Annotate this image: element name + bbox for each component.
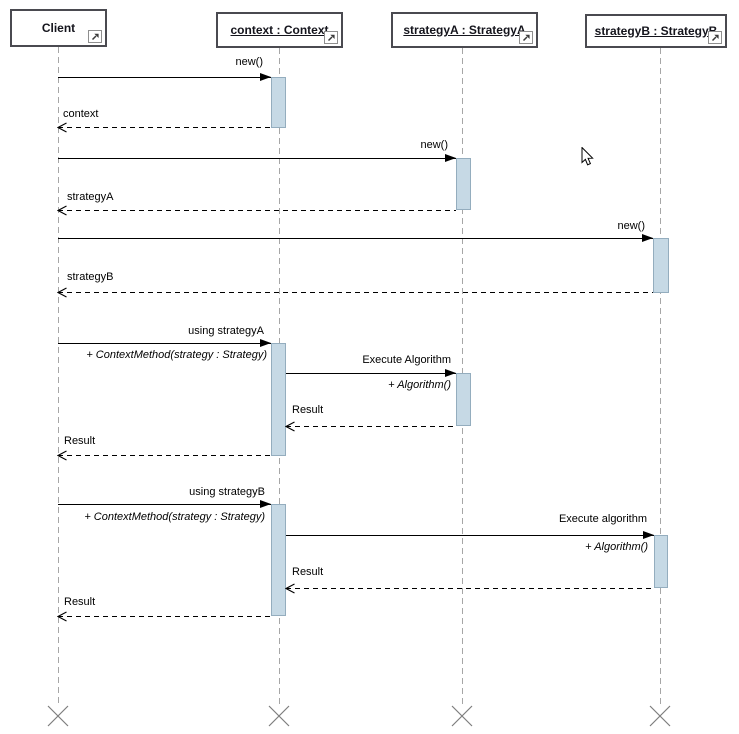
activation-bar-context[interactable] [271,343,286,456]
message-call-contextmethod-b[interactable] [58,504,271,505]
destruction-cross-client[interactable] [47,705,69,727]
return-arrowhead [284,421,296,432]
return-arrowhead [56,450,68,461]
activation-bar-context[interactable] [271,504,286,616]
object-header-context[interactable]: context : Context [216,12,343,48]
message-label: Result [64,435,96,447]
message-label: + Algorithm() [585,541,648,553]
activation-bar-context[interactable] [271,77,286,128]
mouse-cursor [581,146,595,167]
object-header-strategyB[interactable]: strategyB : StrategyB [585,14,727,48]
message-label: Result [292,404,324,416]
activation-bar-strategyB[interactable] [653,238,669,293]
message-return-context[interactable] [58,127,271,128]
object-label: strategyA : StrategyA [403,23,526,37]
open-diagram-icon[interactable] [324,31,338,44]
message-return-result-b1[interactable] [286,588,654,589]
message-label: + Algorithm() [388,379,451,391]
destruction-cross-context[interactable] [268,705,290,727]
message-label: using strategyA [188,325,264,337]
return-arrowhead [56,287,68,298]
message-label: + ContextMethod(strategy : Strategy) [86,349,267,361]
message-label: strategyA [67,191,114,203]
message-call-algorithm-b[interactable] [286,535,654,536]
sync-arrowhead [260,339,271,347]
activation-bar-strategyB[interactable] [654,535,668,588]
lifeline-strategyB[interactable] [660,48,661,705]
destruction-cross-strategyA[interactable] [451,705,473,727]
sync-arrowhead [445,369,456,377]
message-create-context[interactable] [58,77,271,78]
message-label: context [63,108,99,120]
message-return-result-b2[interactable] [58,616,271,617]
activation-bar-strategyA[interactable] [456,158,471,210]
message-label: + ContextMethod(strategy : Strategy) [84,511,265,523]
object-header-client[interactable]: Client [10,9,107,47]
object-label: Client [41,21,76,35]
return-arrowhead [56,205,68,216]
message-label: strategyB [67,271,114,283]
message-return-result-a1[interactable] [286,426,456,427]
sync-arrowhead [643,531,654,539]
return-arrowhead [56,122,68,133]
message-create-strategyA[interactable] [58,158,456,159]
sync-arrowhead [445,154,456,162]
open-diagram-icon[interactable] [519,31,533,44]
open-diagram-icon[interactable] [88,30,102,43]
message-return-strategyA[interactable] [58,210,456,211]
message-create-strategyB[interactable] [58,238,653,239]
message-call-contextmethod-a[interactable] [58,343,271,344]
lifeline-client[interactable] [58,47,59,705]
message-call-algorithm-a[interactable] [286,373,456,374]
message-label: Execute algorithm [558,513,647,525]
message-label: using strategyB [189,486,265,498]
activation-bar-strategyA[interactable] [456,373,471,426]
message-label: Result [292,566,324,578]
message-label: new() [235,56,263,68]
message-label: new() [617,220,645,232]
message-label: Result [64,596,96,608]
open-diagram-icon[interactable] [708,31,722,44]
sync-arrowhead [260,500,271,508]
sync-arrowhead [260,73,271,81]
object-label: strategyB : StrategyB [594,24,718,38]
message-return-result-a2[interactable] [58,455,271,456]
destruction-cross-strategyB[interactable] [649,705,671,727]
sync-arrowhead [642,234,653,242]
message-return-strategyB[interactable] [58,292,653,293]
object-header-strategyA[interactable]: strategyA : StrategyA [391,12,538,48]
return-arrowhead [284,583,296,594]
message-label: new() [420,139,448,151]
message-label: Execute Algorithm [362,354,451,366]
object-label: context : Context [230,23,329,37]
return-arrowhead [56,611,68,622]
